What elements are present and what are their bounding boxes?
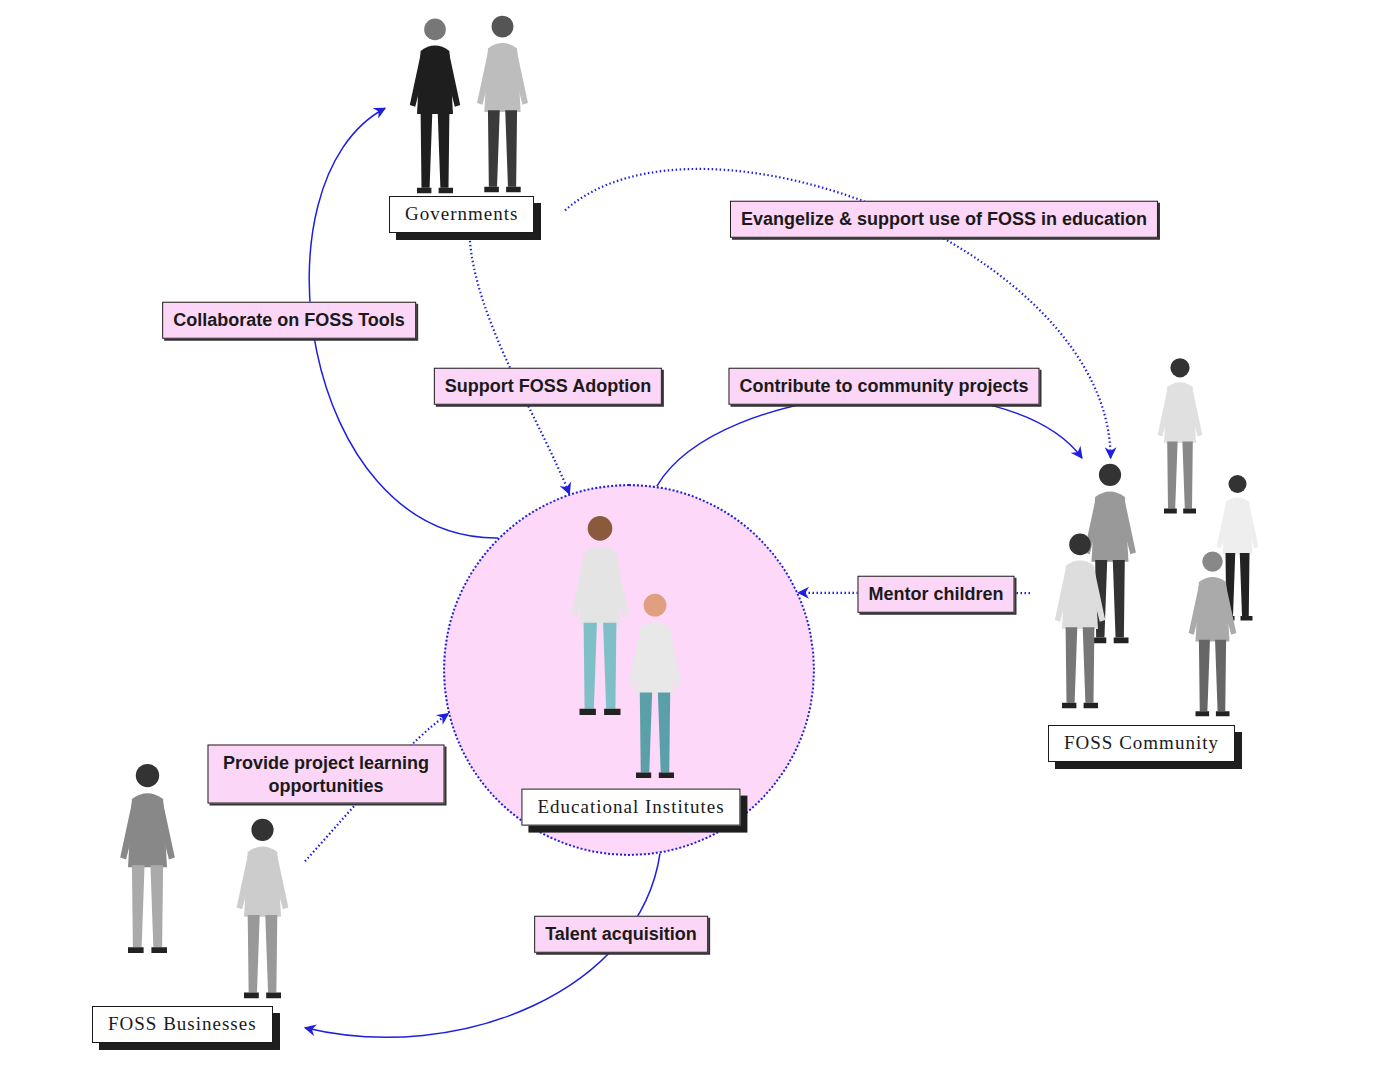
community-figures	[1055, 358, 1259, 716]
edge-label: Contribute to community projects	[728, 368, 1039, 405]
government-figures	[410, 19, 460, 194]
edge-label: Collaborate on FOSS Tools	[162, 302, 416, 339]
community-figures	[1055, 534, 1105, 709]
node-label: FOSS Community	[1048, 725, 1235, 762]
actor-group: Governments	[385, 15, 565, 237]
solid-arrow	[657, 394, 1082, 486]
community-figures	[1158, 358, 1203, 513]
edge-label: Support FOSS Adoption	[434, 368, 662, 405]
actor-group: FOSS Community	[1030, 458, 1290, 765]
node-label: Educational Institutes	[521, 789, 740, 826]
dotted-arrow	[470, 237, 570, 494]
government-figures	[477, 16, 528, 193]
institute-figures	[628, 594, 681, 778]
edge-label: Provide project learning opportunities	[208, 745, 445, 804]
community-figures	[1189, 551, 1237, 716]
edge-label: Evangelize & support use of FOSS in educ…	[730, 201, 1158, 238]
government-figures	[410, 16, 528, 194]
node-label: FOSS Businesses	[92, 1006, 273, 1043]
institute-figures	[571, 516, 628, 715]
node-label: Governments	[389, 196, 534, 233]
business-figures	[120, 764, 175, 953]
edge-label: Talent acquisition	[534, 916, 708, 953]
business-figures	[237, 819, 289, 998]
institute-circle: Educational Institutes	[443, 484, 815, 856]
edge-label: Mentor children	[857, 576, 1014, 613]
institute-disc	[444, 485, 814, 855]
institute-figures	[571, 516, 681, 778]
